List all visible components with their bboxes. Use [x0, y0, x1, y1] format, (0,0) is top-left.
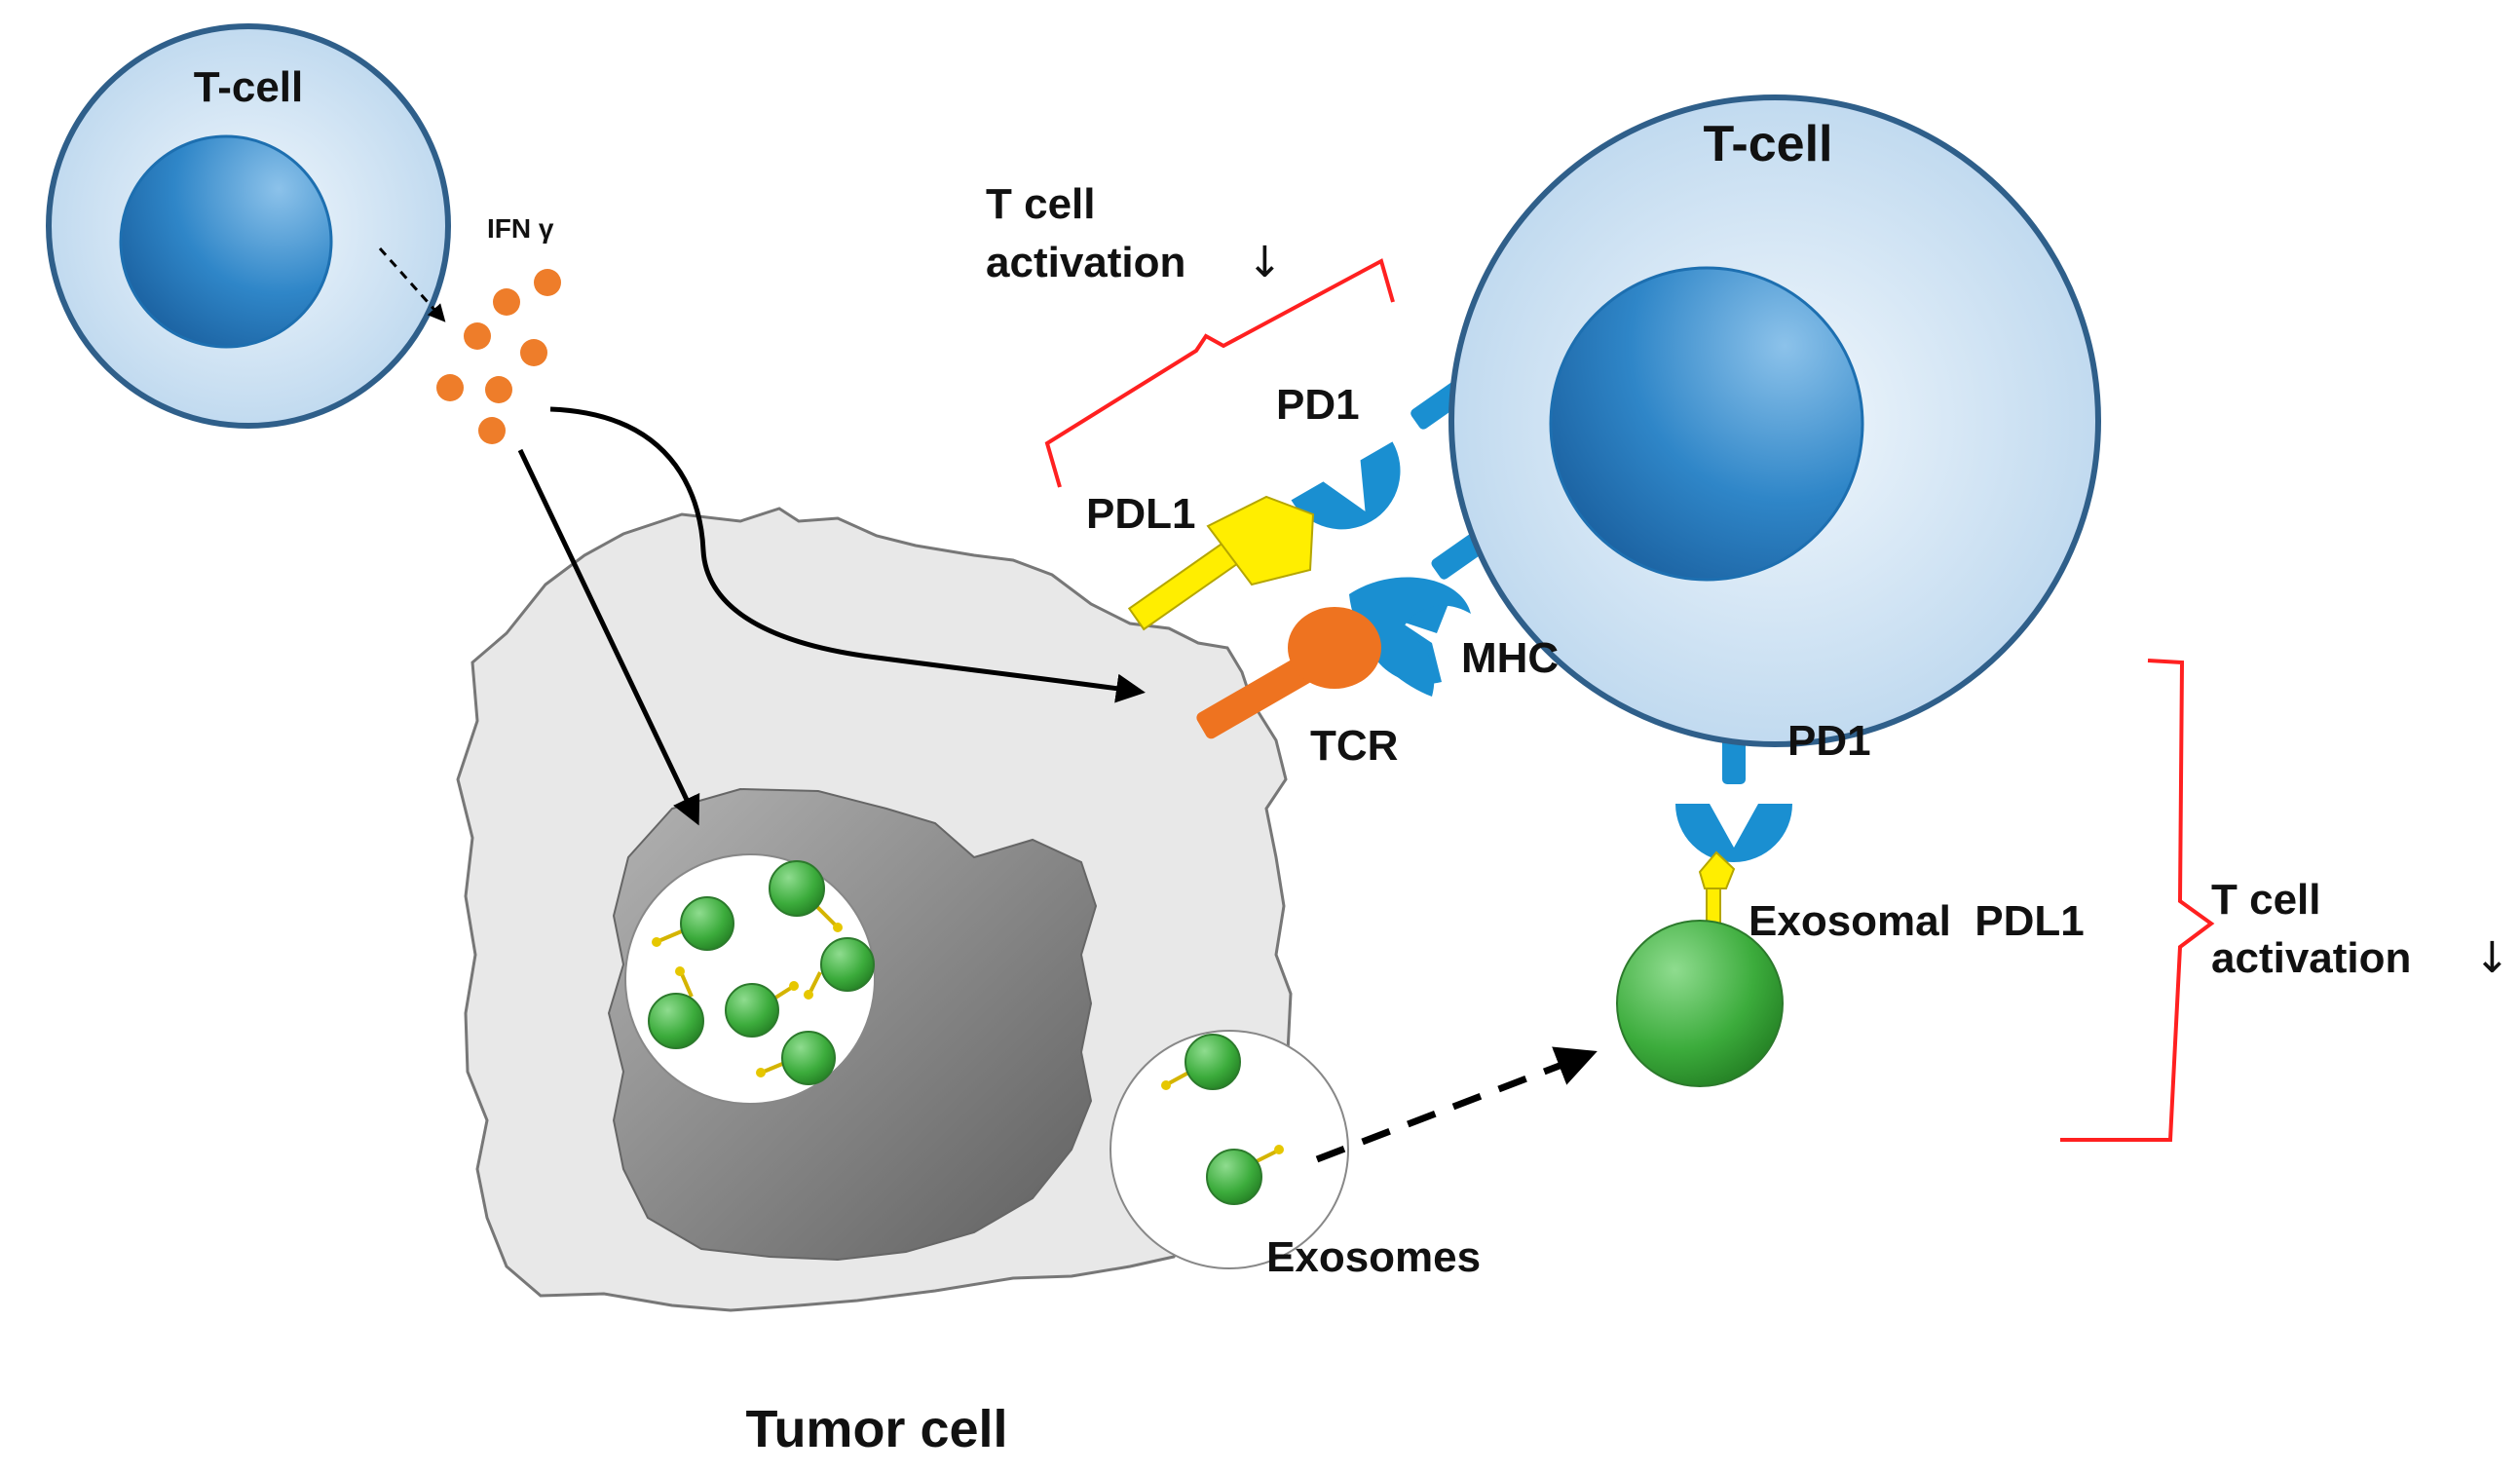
pd1-top-receptor [1291, 441, 1401, 530]
activation-top-line2: activation [986, 239, 1185, 286]
activation-right-line1: T cell [2211, 876, 2321, 924]
ifn-to-nucleus-arrow [517, 448, 700, 826]
ifn-dot [520, 339, 547, 366]
exosomal-pdl1-head [1698, 850, 1736, 889]
exosomal-pdl1-label: Exosomal PDL1 [1749, 897, 2085, 945]
ifn-dot [485, 376, 512, 403]
right-tcell-label: T-cell [1704, 116, 1833, 172]
mvb-exosome [652, 896, 734, 951]
right-tcell: T-cell [1410, 94, 2101, 784]
ifn-dot [478, 417, 506, 444]
right-tcell-nucleus [1549, 266, 1864, 582]
mvb-exosome [804, 937, 875, 1000]
activation-right-line2: activation [2211, 934, 2411, 982]
left-tcell: T-cell [46, 23, 451, 429]
mvb-exosome [769, 860, 843, 932]
pd1-bottom-receptor [1675, 804, 1792, 862]
free-exosome-body [1616, 920, 1784, 1087]
tcr-receptor [1196, 607, 1381, 739]
left-tcell-label: T-cell [194, 63, 304, 111]
mvb-exosome [725, 981, 799, 1038]
mhc-label: MHC [1461, 634, 1559, 682]
mvb-exosome [756, 1031, 836, 1085]
exosome-release-pocket: Exosomes [1110, 1030, 1481, 1281]
tumor-cell-label: Tumor cell [745, 1400, 1007, 1458]
exosomes-label: Exosomes [1266, 1233, 1481, 1281]
activation-right-down-arrow: ↓ [2474, 933, 2510, 983]
mhc-binding-cup [1349, 577, 1471, 697]
pdl1-ligand [1127, 495, 1315, 631]
top-activation-bracket [1044, 258, 1395, 488]
pd1-bottom-label: PD1 [1787, 717, 1871, 765]
ifn-dot [464, 322, 491, 350]
tumor-cell: Tumor cell [456, 507, 1298, 1458]
ifn-gamma-dots [436, 269, 561, 444]
ifn-to-membrane-arrow [549, 406, 1146, 703]
ifn-dot [534, 269, 561, 296]
activation-top-down-arrow: ↓ [1247, 238, 1283, 287]
ifn-gamma-label: IFN γ [487, 213, 554, 244]
pdl1-label: PDL1 [1086, 490, 1195, 538]
mvb-exosome [648, 966, 704, 1049]
released-exosome [1161, 1034, 1241, 1090]
left-tcell-nucleus [119, 134, 333, 349]
released-exosome [1206, 1145, 1284, 1205]
right-activation-bracket [2060, 659, 2215, 1142]
ifn-dot [493, 288, 520, 316]
free-exosome [1616, 850, 1784, 1087]
ifn-dot [436, 374, 464, 401]
pd1-top-label: PD1 [1276, 381, 1360, 429]
exosome-travel-dashed-arrow [1315, 1046, 1598, 1163]
tcr-label: TCR [1310, 722, 1398, 770]
multivesicular-body [624, 853, 876, 1105]
activation-top-line1: T cell [986, 180, 1096, 228]
secretion-dashed-arrow [378, 247, 446, 322]
